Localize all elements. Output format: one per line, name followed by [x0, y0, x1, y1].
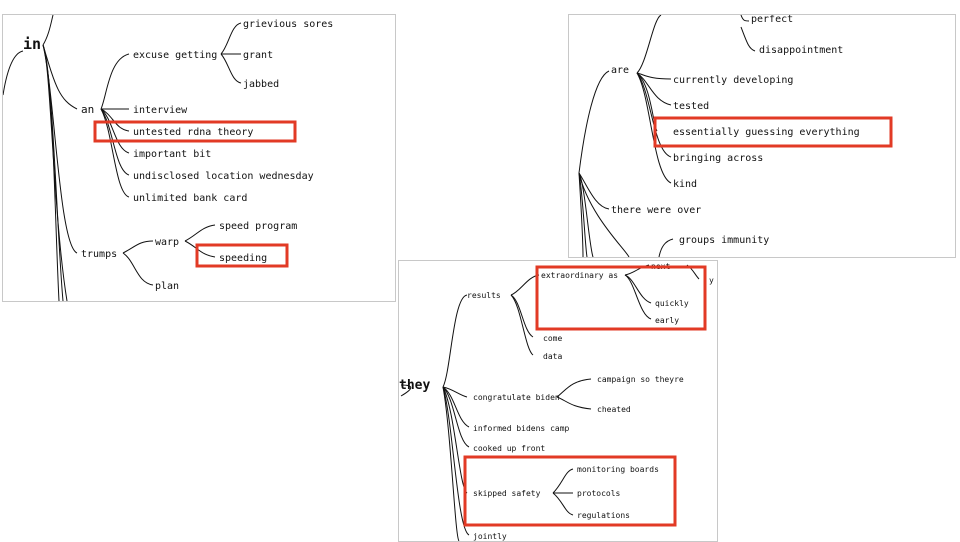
node-bringing-across: bringing across [673, 153, 763, 164]
tree-labels: in an excuse getting grievious sores gra… [23, 19, 333, 292]
node-jointly: jointly [473, 532, 507, 541]
node-disappointment: disappointment [759, 45, 843, 56]
node-important-bit: important bit [133, 149, 211, 160]
node-essentially-guessing-everything: essentially guessing everything [673, 127, 860, 138]
node-speeding: speeding [219, 253, 267, 264]
node-there-were-over: there were over [611, 205, 701, 216]
node-an: an [81, 103, 94, 116]
node-regulations: regulations [577, 511, 630, 520]
word-tree-panel-in: in an excuse getting grievious sores gra… [2, 14, 396, 302]
word-tree-they-svg: they results extraordinary as next y qui… [399, 262, 714, 541]
node-y: y [709, 276, 714, 285]
node-cheated: cheated [597, 405, 631, 414]
node-informed-bidens-camp: informed bidens camp [473, 424, 570, 433]
word-tree-in-svg: in an excuse getting grievious sores gra… [3, 15, 333, 301]
highlight-box-extraordinary-as [535, 265, 707, 331]
node-excuse-getting: excuse getting [133, 50, 217, 61]
node-data: data [543, 352, 562, 361]
node-speed-program: speed program [219, 221, 297, 232]
node-plan: plan [155, 281, 179, 292]
word-tree-panel-they: they results extraordinary as next y qui… [398, 260, 718, 542]
word-tree-are-svg: perfect disappointment are currently dev… [578, 15, 893, 257]
node-are: are [611, 65, 629, 76]
node-groups-immunity: groups immunity [679, 235, 769, 246]
node-trumps: trumps [81, 249, 117, 260]
node-unlimited-bank-card: unlimited bank card [133, 193, 247, 204]
node-extraordinary-as: extraordinary as [541, 271, 618, 280]
highlight-box-essentially-guessing [653, 116, 893, 148]
root-word-they: they [399, 378, 430, 393]
node-jabbed: jabbed [243, 79, 279, 90]
node-cooked-up-front: cooked up front [473, 444, 545, 453]
highlight-box-speeding [195, 243, 289, 268]
tree-edges [400, 264, 700, 541]
node-skipped-safety: skipped safety [473, 489, 541, 498]
node-protocols: protocols [577, 489, 621, 498]
node-perfect: perfect [751, 15, 793, 25]
highlight-box-untested-rdna-theory [93, 120, 297, 143]
node-interview: interview [133, 105, 188, 116]
root-word-in: in [23, 35, 41, 53]
node-currently-developing: currently developing [673, 75, 793, 86]
node-quickly: quickly [655, 299, 689, 308]
node-warp: warp [155, 237, 179, 248]
highlight-box-skipped-safety [463, 455, 677, 527]
word-tree-panel-are: perfect disappointment are currently dev… [568, 14, 956, 258]
node-monitoring-boards: monitoring boards [577, 465, 659, 474]
node-results: results [467, 291, 501, 300]
node-untested-rdna-theory: untested rdna theory [133, 127, 253, 138]
node-kind: kind [673, 179, 697, 190]
tree-labels: they results extraordinary as next y qui… [399, 262, 714, 541]
node-tested: tested [673, 101, 709, 112]
node-early: early [655, 316, 679, 325]
node-congratulate-biden: congratulate biden [473, 393, 560, 402]
node-come: come [543, 334, 562, 343]
tree-labels: perfect disappointment are currently dev… [611, 15, 860, 246]
node-campaign-so-theyre: campaign so theyre [597, 375, 684, 384]
node-undisclosed-location: undisclosed location wednesday [133, 171, 314, 182]
node-grant: grant [243, 50, 273, 61]
node-grievious-sores: grievious sores [243, 19, 333, 30]
